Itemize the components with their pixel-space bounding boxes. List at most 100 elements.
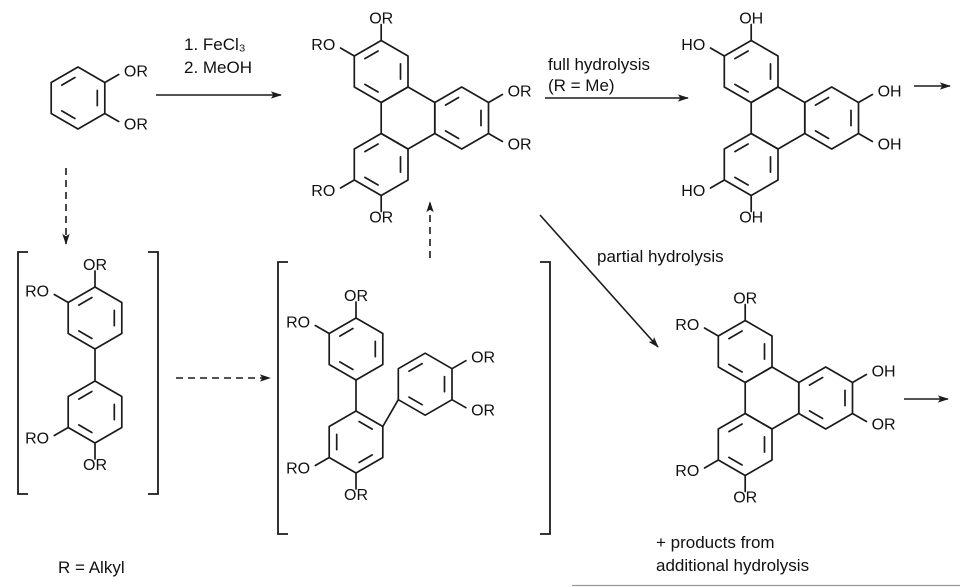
double-bond: [808, 410, 824, 420]
r-definition-label: R = Alkyl: [58, 558, 125, 577]
substituent-bond: [339, 179, 356, 189]
double-bond: [728, 363, 743, 373]
substituent-label: OR: [83, 457, 107, 474]
double-bond: [734, 176, 749, 186]
substituent-bond: [451, 359, 467, 370]
substituent-bond: [314, 456, 331, 467]
substituent-label: OR: [83, 257, 107, 274]
terphenyl-bracket-left: [277, 261, 288, 535]
double-bond: [364, 143, 379, 153]
substituent-label: RO: [286, 315, 310, 332]
byproducts-label-line1: + products from: [656, 533, 775, 552]
double-bond: [728, 456, 743, 466]
molecule-catechol-ether: OR OR: [50, 64, 148, 134]
substituent-label: OR: [471, 403, 495, 420]
double-bond: [60, 110, 76, 120]
molecule-hexaalkoxyterphenyl: OR RO OR OR RO OR: [286, 288, 495, 504]
partial-hydrolysis-arrow: [539, 214, 659, 348]
double-bond: [77, 390, 93, 400]
reagent-step1-label: 1. FeCl₃: [184, 35, 246, 54]
partial-hydrolysis-label: partial hydrolysis: [597, 247, 724, 266]
double-bond: [338, 327, 354, 337]
benzene-ring: [750, 86, 806, 150]
biphenyl-bracket-left: [17, 251, 28, 495]
substituent-bond: [314, 324, 331, 335]
substituent-bond: [487, 132, 504, 143]
benzene-ring: [744, 366, 800, 430]
substituent-label: OH: [878, 137, 902, 154]
substituent-bond: [851, 373, 868, 384]
substituent-label: RO: [286, 461, 310, 478]
substituent-bond: [709, 179, 726, 189]
substituent-label: OH: [739, 210, 763, 227]
double-bond: [364, 50, 379, 60]
terphenyl-bracket-right: [540, 261, 551, 535]
double-bond: [364, 176, 379, 186]
double-bond: [728, 423, 743, 433]
substituent-label: OR: [369, 11, 393, 28]
double-bond: [734, 50, 749, 60]
substituent-bond: [451, 398, 467, 409]
substituent-label: OH: [872, 364, 896, 381]
double-bond: [358, 420, 374, 430]
double-bond: [364, 83, 379, 93]
molecule-tetraalkoxybiphenyl: OR RO RO OR: [25, 257, 123, 474]
double-bond: [734, 83, 749, 93]
double-bond: [358, 454, 374, 464]
double-bond: [728, 330, 743, 340]
benzene-ring: [380, 86, 436, 150]
reagent-step2-label: 2. MeOH: [184, 58, 252, 77]
full-hydrolysis-label-line1: full hydrolysis: [548, 55, 650, 74]
substituent-label: OH: [739, 11, 763, 28]
substituent-label: RO: [25, 431, 49, 448]
double-bond: [734, 143, 749, 153]
double-bond: [808, 376, 824, 386]
substituent-label: RO: [311, 183, 335, 200]
substituent-label: OR: [344, 288, 368, 305]
substituent-label: OR: [471, 350, 495, 367]
biphenyl-bracket-right: [148, 251, 159, 495]
substituent-label: RO: [675, 317, 699, 334]
substituent-bond: [709, 47, 726, 57]
substituent-bond: [53, 426, 70, 437]
double-bond: [444, 130, 460, 140]
substituent-label: OR: [124, 64, 148, 81]
substituent-label: HO: [681, 183, 705, 200]
substituent-label: OR: [872, 417, 896, 434]
double-bond: [338, 361, 354, 371]
substituent-bond: [851, 412, 868, 423]
substituent-label: OR: [508, 137, 532, 154]
substituent-bond: [53, 293, 70, 304]
byproducts-label-line2: additional hydrolysis: [656, 556, 809, 575]
double-bond: [814, 130, 830, 140]
molecules-layer: ORORROORORORROORHOOHOHOHHOOHROOROHORROOR…: [25, 11, 901, 507]
substituent-label: OR: [124, 117, 148, 134]
double-bond: [408, 396, 423, 406]
double-bond: [77, 296, 93, 306]
substituent-bond: [103, 112, 120, 123]
substituent-bond: [487, 93, 504, 104]
substituent-bond: [703, 459, 720, 469]
double-bond: [444, 96, 460, 106]
double-bond: [814, 96, 830, 106]
substituent-label: RO: [25, 284, 49, 301]
substituent-label: RO: [675, 463, 699, 480]
substituent-bond: [703, 327, 720, 337]
full-hydrolysis-label-line2: (R = Me): [548, 76, 615, 95]
double-bond: [77, 330, 93, 340]
substituent-bond: [103, 73, 120, 84]
substituent-label: OR: [344, 487, 368, 504]
substituent-label: OR: [369, 210, 393, 227]
double-bond: [77, 424, 93, 434]
double-bond: [408, 362, 423, 373]
substituent-bond: [857, 132, 874, 143]
substituent-label: OR: [733, 490, 757, 507]
substituent-label: OH: [878, 84, 902, 101]
double-bond: [60, 76, 76, 86]
substituent-label: OR: [508, 84, 532, 101]
